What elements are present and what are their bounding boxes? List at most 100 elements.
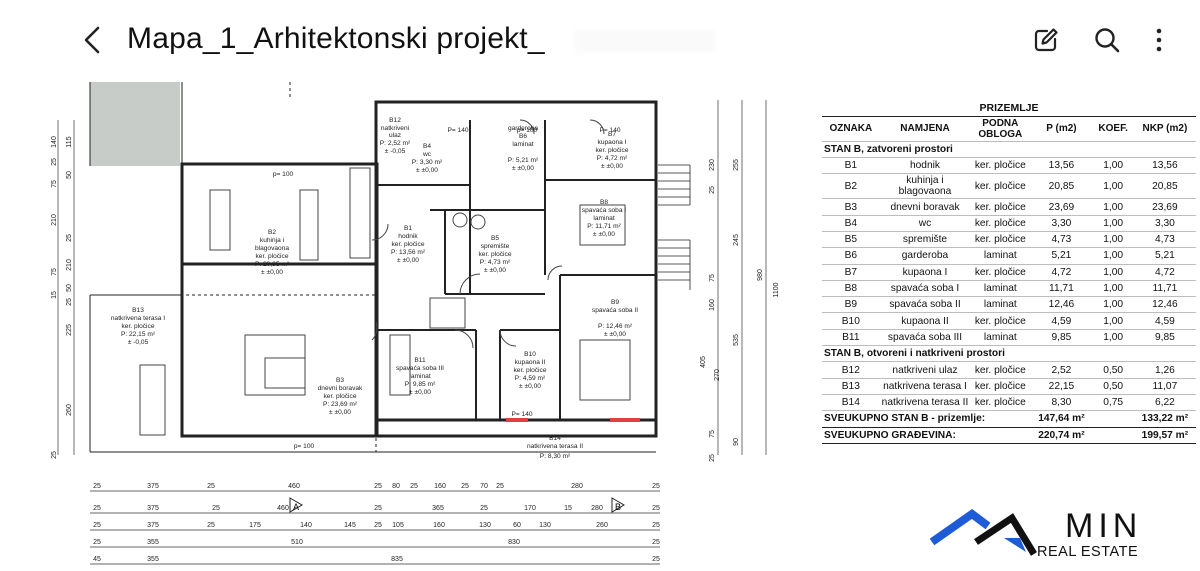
- dim-text: 25: [496, 483, 504, 490]
- cell-p: 4,73: [1030, 231, 1093, 249]
- room-b9-name: spavaća soba II: [592, 307, 638, 314]
- cell-name: spavaća soba III: [879, 329, 971, 347]
- total-row: SVEUKUPNO GRAĐEVINA: 220,74 m² 199,57 m²: [822, 427, 1196, 444]
- dim-text: 25: [66, 234, 73, 242]
- cell-name: natkrivena terasa I: [879, 378, 971, 395]
- cell-nkp: 11,71: [1133, 280, 1196, 298]
- cell-floor: laminat: [970, 247, 1031, 265]
- cell-p: 22,15: [1030, 378, 1093, 395]
- room-b2-floor: ker. pločice: [256, 253, 289, 260]
- dim-text: 260: [596, 522, 608, 529]
- cell-koef: 0,75: [1092, 394, 1134, 412]
- room-b12-code: B12: [389, 117, 401, 124]
- dining-table: [209, 189, 231, 251]
- cell-floor: ker. pločice: [970, 378, 1031, 395]
- cell-floor: ker. pločice: [970, 264, 1031, 281]
- dim-text: 115: [66, 136, 73, 147]
- room-b4-code: B4: [423, 143, 431, 150]
- room-b13-floor: ker. pločice: [122, 323, 155, 330]
- cell-nkp: 4,72: [1133, 264, 1196, 281]
- cell-name: wc: [879, 215, 971, 232]
- cell-floor: ker. pločice: [970, 231, 1031, 249]
- dim-text: 25: [207, 483, 215, 490]
- height-mark: p= 100: [294, 443, 315, 450]
- room-b1-area: P: 13,56 m²: [391, 249, 426, 256]
- dim-text: 75: [709, 274, 716, 282]
- dim-text: 25: [652, 539, 660, 546]
- dim-text: 980: [757, 269, 764, 281]
- cell-p: 3,30: [1030, 215, 1093, 232]
- room-b11-area: P: 9,85 m²: [405, 381, 436, 388]
- cell-p: 23,69: [1030, 198, 1093, 216]
- cell-name: spavaća soba I: [879, 280, 971, 298]
- redacted-title-part: [575, 30, 715, 52]
- cell-name: natkrivena terasa II: [879, 394, 971, 412]
- dim-text: 25: [66, 298, 73, 306]
- room-b10-code: B10: [524, 351, 536, 358]
- dim-text: 130: [539, 522, 551, 529]
- dim-text: 145: [344, 522, 356, 529]
- room-b7-code: B7: [608, 131, 616, 138]
- room-b1-level: ± ±0,00: [397, 257, 419, 264]
- room-b9-code: B9: [611, 299, 619, 306]
- dim-text: 140: [300, 522, 312, 529]
- cell-koef: 0,50: [1092, 361, 1134, 379]
- hatched-area: [90, 82, 180, 166]
- dim-text: 210: [51, 214, 58, 226]
- dim-text: 280: [571, 483, 583, 490]
- room-b5-name: spremište: [481, 243, 510, 250]
- logo-brand: MIN: [1065, 507, 1143, 545]
- dim-text: 835: [391, 556, 403, 563]
- search-button[interactable]: [1091, 24, 1123, 56]
- cell-code: B5: [822, 231, 880, 249]
- room-b8-level: ± ±0,00: [593, 231, 615, 238]
- area-table: PRIZEMLJE OZNAKA NAMJENA PODNA OBLOGA P …: [822, 100, 1200, 444]
- cell-koef: 1,00: [1092, 312, 1134, 330]
- app-bar: Mapa_1_Arhitektonski projekt_: [0, 0, 1200, 80]
- dim-text: 50: [66, 171, 73, 179]
- dim-text: 25: [480, 505, 488, 512]
- cell-p: 2,52: [1030, 361, 1093, 379]
- room-b5-code: B5: [491, 235, 499, 242]
- dim-text: 460: [277, 505, 289, 512]
- cell-name: hodnik: [879, 157, 971, 175]
- min-real-estate-logo: MIN REAL ESTATE: [930, 502, 1190, 566]
- dim-text: 375: [147, 483, 159, 490]
- cell-nkp: 4,59: [1133, 312, 1196, 330]
- cell-koef: 1,00: [1092, 198, 1134, 216]
- cell-floor: ker. pločice: [970, 361, 1031, 379]
- back-button[interactable]: [76, 22, 112, 58]
- col-header: KOEF.: [1092, 115, 1134, 142]
- col-header: P (m2): [1030, 115, 1093, 142]
- height-mark: p= 100: [273, 171, 294, 178]
- more-options-button[interactable]: [1143, 24, 1175, 56]
- cell-code: B6: [822, 247, 880, 265]
- edit-button[interactable]: [1030, 24, 1062, 56]
- cell-p: 5,21: [1030, 247, 1093, 265]
- room-b12-name2: ulaz: [389, 132, 401, 139]
- dim-text: 210: [66, 259, 73, 271]
- cell-nkp: 23,69: [1133, 198, 1196, 216]
- cell-koef: 1,00: [1092, 329, 1134, 347]
- dim-text: 25: [93, 539, 101, 546]
- room-b11-name: spavaća soba III: [396, 365, 444, 372]
- more-vertical-icon: [1156, 28, 1162, 52]
- dim-text: 15: [51, 291, 58, 299]
- cell-p: 13,56: [1030, 157, 1093, 175]
- room-b8-code: B8: [600, 199, 608, 206]
- cell-code: B4: [822, 215, 880, 232]
- document-viewer[interactable]: B12 natkriveni ulaz P: 2,52 m² ± -0,05 B…: [0, 80, 1200, 571]
- room-b14-code: B14: [549, 435, 561, 442]
- cell-floor: laminat: [970, 329, 1031, 347]
- cell-name: dnevni boravak: [879, 198, 971, 216]
- table-title: PRIZEMLJE: [979, 101, 1039, 114]
- cell-floor: ker. pločice: [970, 173, 1031, 200]
- room-b7-floor: ker. pločice: [596, 147, 629, 154]
- cell-p: 9,85: [1030, 329, 1093, 347]
- room-b12-area: P: 2,52 m²: [380, 140, 411, 147]
- dim-text: 140: [51, 136, 58, 148]
